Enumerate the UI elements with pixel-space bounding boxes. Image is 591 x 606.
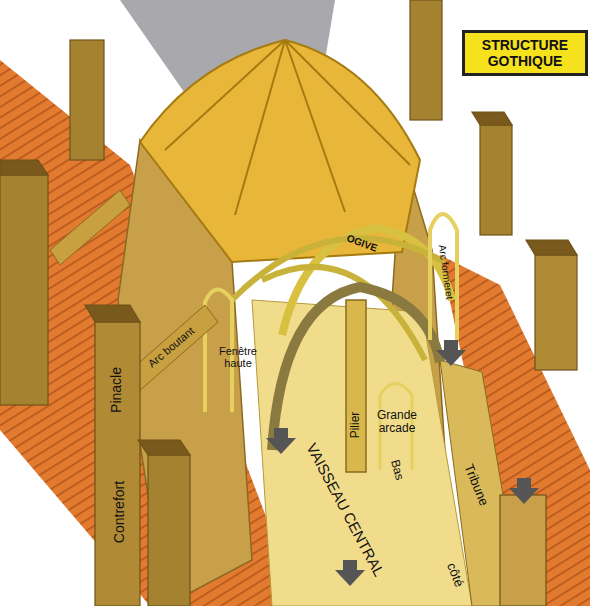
part-label: Fenêtre haute [213,345,263,369]
part-label: Pinacle [109,367,124,413]
flying-buttress [50,190,130,265]
arches [205,214,457,470]
title-box: STRUCTURE GOTHIQUE [462,30,588,76]
part-label: Pilier [349,412,362,439]
pillar [346,300,366,472]
thrust-arrows [266,340,539,586]
part-label: Contrefort [112,481,127,543]
buttresses [0,0,577,606]
part-label: Grande arcade [372,409,422,435]
vault-ribs [165,40,410,215]
title-text: STRUCTURE GOTHIQUE [467,37,583,69]
